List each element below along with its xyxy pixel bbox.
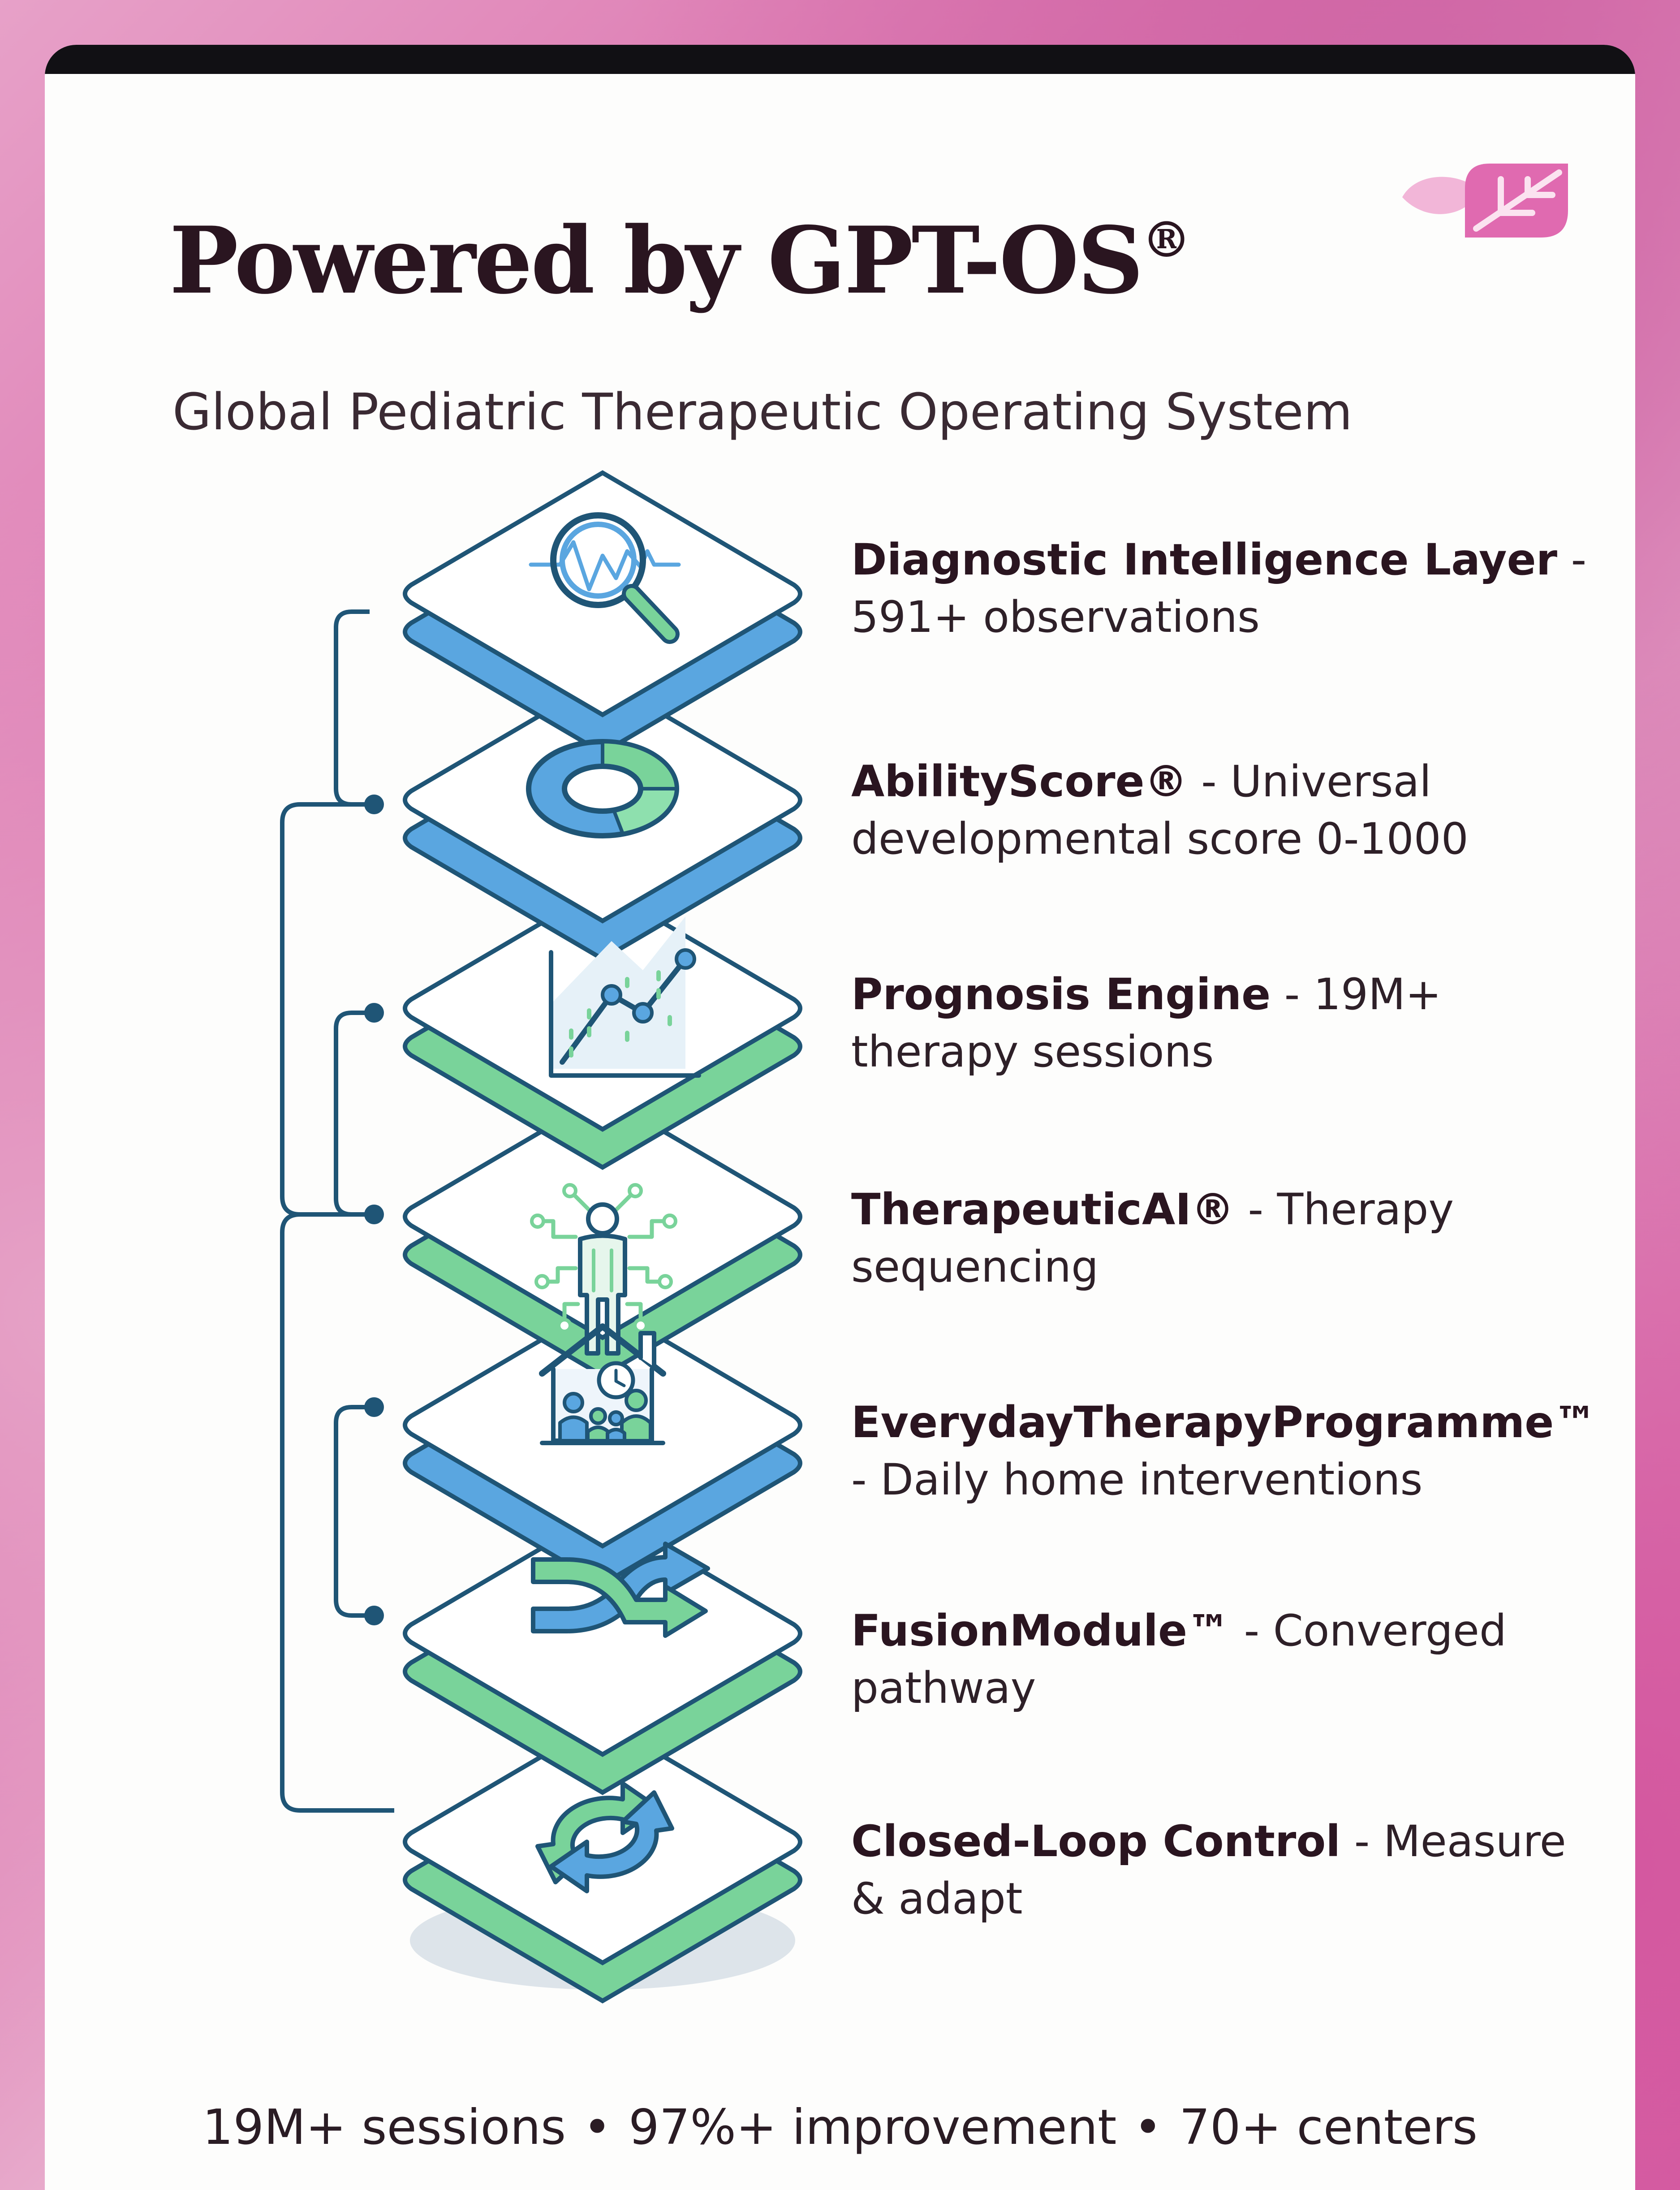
layer-6-desc: - Converged pathway [851, 1606, 1507, 1713]
layer-4-desc: - Therapy sequencing [851, 1184, 1454, 1292]
layer-7-name: Closed-Loop Control [851, 1816, 1341, 1866]
stat-separator: • [1133, 2099, 1163, 2155]
connector-dot [364, 1205, 384, 1224]
leaf-logo-icon [1402, 164, 1568, 238]
connector-dots [364, 795, 384, 1625]
layer-6-label: FusionModule™ - Converged pathway [851, 1602, 1613, 1717]
layer-5-desc: - Daily home interventions [851, 1455, 1423, 1505]
magnifier-pulse-icon [529, 512, 681, 644]
title-text: Powered by GPT-OS [169, 207, 1144, 315]
layer-7-tile [403, 1718, 802, 2004]
layer-6-name: FusionModule™ [851, 1606, 1231, 1656]
connector-dot [364, 1606, 384, 1625]
stat-improvement: 97%+ improvement [628, 2099, 1117, 2155]
layer-2-name: AbilityScore® [851, 756, 1188, 807]
page-subtitle: Global Pediatric Therapeutic Operating S… [172, 383, 1353, 441]
layer-5-name: EverydayTherapyProgramme™ [851, 1397, 1597, 1447]
content-card: Powered by GPT-OS® Global Pediatric Ther… [45, 45, 1635, 2190]
connector-5-6 [334, 1405, 370, 1618]
card-top-bar [45, 45, 1635, 74]
page-title: Powered by GPT-OS® [169, 210, 1191, 312]
layer-3-desc: - 19M+ therapy sessions [851, 969, 1442, 1077]
connector-dot [364, 1397, 384, 1417]
connector-2-4 [280, 802, 370, 1217]
layer-1-name: Diagnostic Intelligence Layer [851, 535, 1558, 585]
layer-3-label: Prognosis Engine - 19M+ therapy sessions [851, 966, 1613, 1080]
connector-4-7 [280, 1212, 394, 1813]
layer-7-label: Closed-Loop Control - Measure & adapt [851, 1813, 1613, 1927]
cycle-arrows-icon [535, 1781, 674, 1893]
layer-2-desc: - Universal developmental score 0-1000 [851, 756, 1469, 864]
trend-chart-icon [549, 916, 701, 1078]
layer-1-desc: - 591+ observations [851, 535, 1587, 642]
donut-chart-icon [526, 739, 679, 838]
layer-7-desc: - Measure & adapt [851, 1816, 1566, 1924]
title-registered-mark: ® [1142, 211, 1191, 268]
connector-lines [280, 609, 394, 1813]
stat-sessions: 19M+ sessions [202, 2099, 566, 2155]
layer-4-label: TherapeuticAI® - Therapy sequencing [851, 1181, 1613, 1296]
human-network-icon [530, 1183, 677, 1356]
connector-dot [364, 1003, 384, 1023]
stat-separator: • [583, 2099, 612, 2155]
layer-5-label: EverydayTherapyProgramme™ - Daily home i… [851, 1394, 1613, 1508]
layer-1-label: Diagnostic Intelligence Layer - 591+ obs… [851, 531, 1613, 646]
layer-2-label: AbilityScore® - Universal developmental … [851, 753, 1613, 868]
connector-dot [364, 795, 384, 814]
merge-arrows-icon [531, 1542, 710, 1638]
layer-3-name: Prognosis Engine [851, 969, 1271, 1019]
layer-4-name: TherapeuticAI® [851, 1184, 1234, 1235]
connector-1-2 [334, 609, 370, 807]
layer-stack-diagram [280, 470, 802, 2004]
stat-centers: 70+ centers [1179, 2099, 1478, 2155]
stats-footer: 19M+ sessions • 97%+ improvement • 70+ cente… [45, 2099, 1635, 2155]
connector-3-4 [334, 1011, 370, 1217]
home-family-icon [539, 1323, 666, 1445]
